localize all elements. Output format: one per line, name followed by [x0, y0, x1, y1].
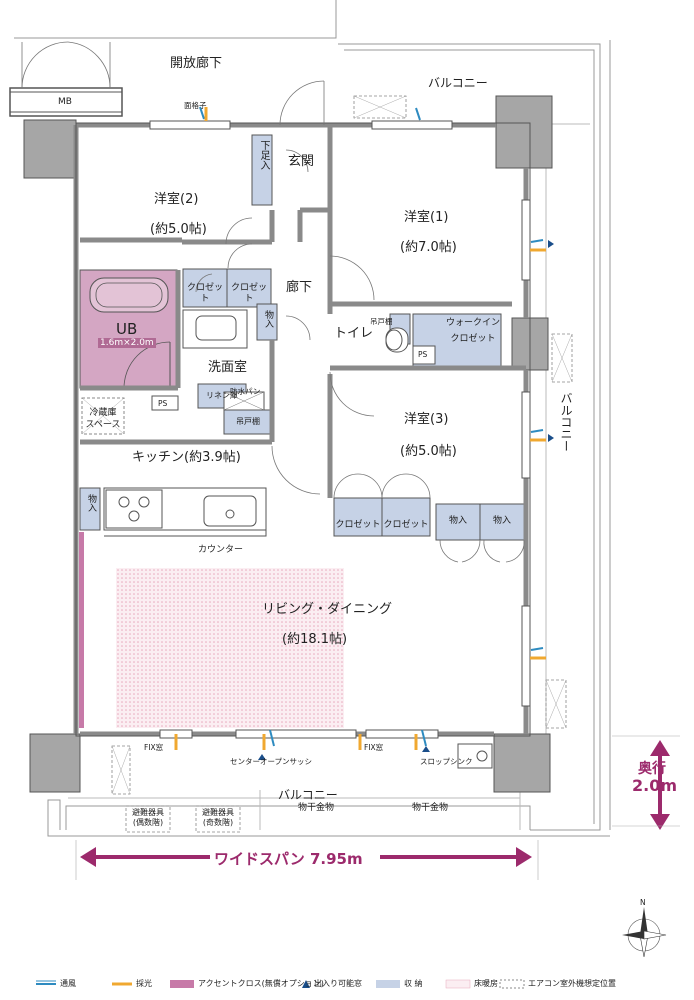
storage-fills — [79, 134, 525, 541]
span-arrow — [80, 847, 532, 867]
label-evac-even2: (偶数階) — [132, 818, 164, 827]
label-entrance: 玄関 — [288, 154, 315, 169]
mb-box — [9, 87, 123, 117]
compass-north: N — [640, 898, 646, 907]
label-ub-size: 1.6m×2.0m — [98, 338, 156, 348]
label-shoe-storage: 下足入 — [258, 140, 269, 170]
label-living: リビング・ダイニング — [262, 602, 393, 617]
label-balcony-right: バルコニー — [559, 392, 573, 452]
label-fridge: 冷蔵庫 — [89, 408, 117, 418]
label-kitchen: キッチン(約3.9帖) — [132, 450, 241, 465]
label-washroom: 洗面室 — [208, 360, 248, 375]
legend-ac: エアコン室外機想定位置 — [528, 979, 616, 988]
label-western2-size: (約5.0帖) — [150, 222, 207, 237]
legend-floorheat: 床暖房 — [474, 979, 498, 988]
label-mb: MB — [58, 97, 72, 107]
label-hanging-toilet: 吊戸棚 — [370, 317, 393, 326]
label-western3-size: (約5.0帖) — [400, 444, 457, 459]
label-storage-d: 物入 — [492, 516, 511, 526]
legend-ventilation: 通風 — [60, 979, 76, 988]
label-western1-size: (約7.0帖) — [400, 240, 457, 255]
label-western2: 洋室(2) — [154, 192, 199, 207]
label-western3: 洋室(3) — [404, 412, 449, 427]
label-fix-left: FIX窓 — [144, 743, 164, 752]
label-balcony-top: バルコニー — [428, 76, 488, 90]
depth-arrow — [650, 740, 670, 830]
label-closet-d: クロゼット — [383, 520, 429, 530]
label-linen: リネン庫 — [206, 391, 238, 400]
label-evac-even: 避難器具 — [132, 808, 164, 817]
balcony-outline — [14, 0, 611, 837]
ac-crosses — [111, 95, 573, 795]
label-storage-kitchen: 物入 — [86, 494, 96, 512]
label-walkin2: クロゼット — [450, 334, 496, 344]
label-toilet: トイレ — [334, 326, 374, 341]
label-laundry1: 物干金物 — [298, 803, 335, 813]
label-western1: 洋室(1) — [404, 210, 449, 225]
label-ps-wash: PS — [158, 399, 168, 408]
label-storage-small: 物入 — [263, 310, 273, 328]
windows — [149, 120, 531, 739]
door-swings — [195, 80, 525, 563]
legend-door-window: 出入り可能窓 — [314, 979, 362, 988]
label-depth: 奥行 — [638, 761, 666, 777]
label-fridge2: スペース — [85, 420, 121, 430]
label-slop-sink: スロップシンク — [420, 757, 473, 766]
legend-storage: 収 納 — [404, 979, 423, 988]
mb-doors — [21, 41, 111, 89]
label-living-size: (約18.1帖) — [282, 632, 348, 647]
label-waterproof-pan: 防水パン — [230, 387, 261, 396]
label-span: ワイドスパン 7.95m — [214, 850, 363, 868]
label-lattice: 面格子 — [184, 101, 207, 110]
label-ps-toilet: PS — [418, 350, 428, 359]
legend-symbols — [36, 979, 525, 989]
legend-daylight: 採光 — [136, 979, 152, 988]
pillars — [23, 95, 553, 793]
label-center-sash: センターオープンサッシ — [230, 757, 313, 766]
label-open-corridor: 開放廊下 — [170, 56, 223, 71]
accent-wall — [79, 532, 84, 728]
ac-units — [111, 95, 573, 833]
label-hanging-shelf: 吊戸棚 — [236, 417, 260, 426]
label-corridor: 廊下 — [286, 280, 313, 295]
label-evac-odd: 避難器具 — [202, 808, 234, 817]
label-closet-b: クロゼット — [230, 283, 267, 304]
label-counter: カウンター — [198, 545, 244, 555]
label-fix-right: FIX窓 — [364, 743, 384, 752]
label-closet-c: クロゼット — [335, 520, 381, 530]
compass — [622, 907, 667, 958]
label-evac-odd2: (奇数階) — [202, 818, 234, 827]
label-depth-value: 2.0m — [632, 776, 678, 795]
vent-markers — [174, 106, 554, 760]
legend-accent: アクセントクロス(無償オプション) — [198, 979, 324, 988]
label-balcony-bottom: バルコニー — [278, 788, 338, 802]
label-closet-a: クロゼット — [186, 283, 223, 304]
floor-heating — [116, 568, 344, 728]
label-walkin: ウォークイン — [445, 318, 500, 328]
label-ub: UB — [116, 320, 138, 338]
label-laundry2: 物干金物 — [412, 803, 449, 813]
label-storage-c: 物入 — [448, 516, 467, 526]
